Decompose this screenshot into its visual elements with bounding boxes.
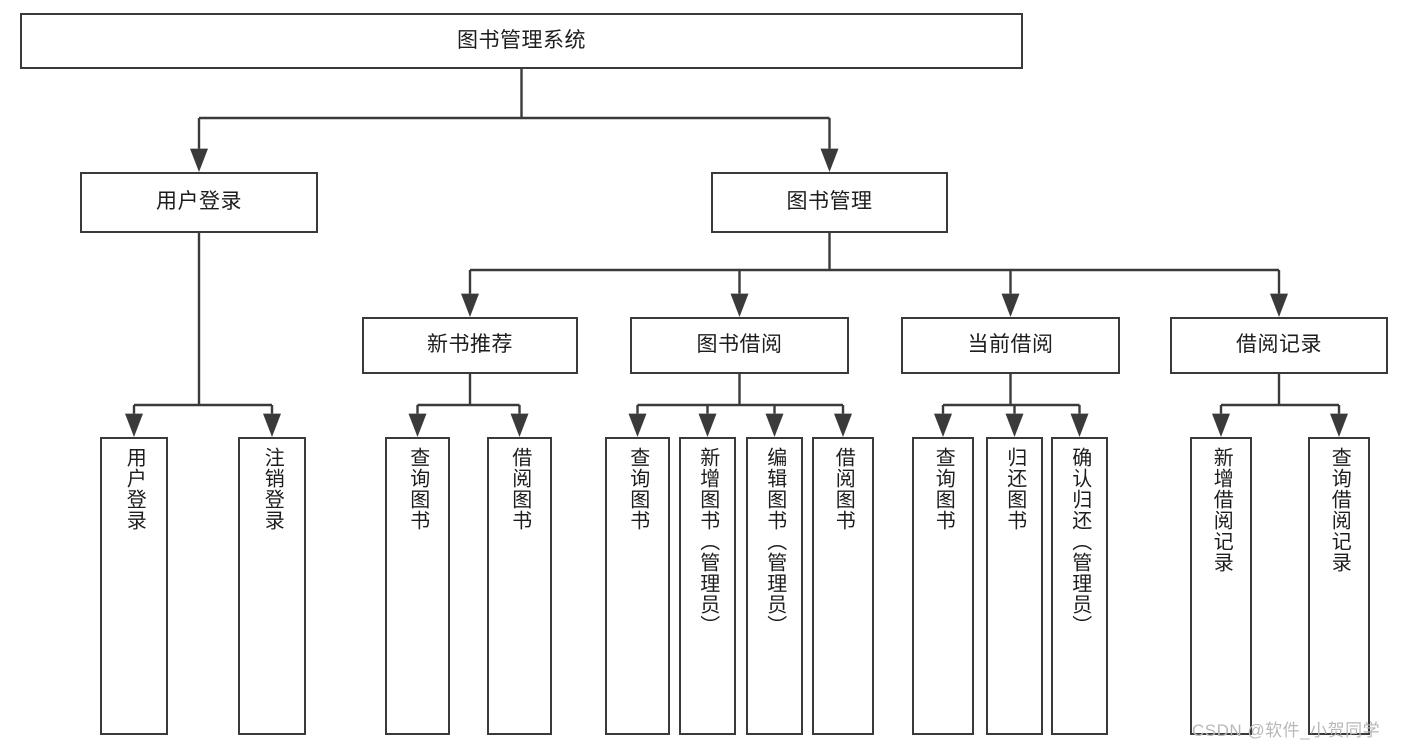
node-label: 用户登录 — [156, 190, 242, 214]
node-label: 查询借阅记录 — [1328, 447, 1351, 573]
node-label: 注销登录 — [261, 447, 284, 531]
node-label: 用户登录 — [123, 447, 146, 531]
node-leaf-bb-borrow[interactable]: 借阅图书 — [812, 437, 874, 735]
node-leaf-leaf-user-logout[interactable]: 注销登录 — [238, 437, 306, 735]
node-label: 借阅图书 — [832, 447, 855, 531]
node-l3-borrow-record[interactable]: 借阅记录 — [1170, 317, 1388, 374]
node-label: 借阅图书 — [508, 447, 531, 531]
node-l3-book-borrow[interactable]: 图书借阅 — [630, 317, 849, 374]
node-leaf-br-query[interactable]: 查询借阅记录 — [1308, 437, 1370, 735]
node-label: 确认归还（管理员） — [1068, 447, 1091, 636]
node-leaf-leaf-user-login[interactable]: 用户登录 — [100, 437, 168, 735]
node-label: 图书管理系统 — [457, 28, 586, 52]
node-label: 新增图书（管理员） — [696, 447, 719, 636]
node-label: 归还图书 — [1003, 447, 1026, 531]
node-label: 查询图书 — [406, 447, 429, 531]
node-leaf-bb-add[interactable]: 新增图书（管理员） — [679, 437, 736, 735]
node-leaf-cb-confirm[interactable]: 确认归还（管理员） — [1051, 437, 1108, 735]
node-label: 图书借阅 — [696, 333, 783, 357]
node-leaf-nbr-query[interactable]: 查询图书 — [385, 437, 450, 735]
node-label: 查询图书 — [932, 447, 955, 531]
node-label: 新增借阅记录 — [1210, 447, 1233, 573]
node-root-root[interactable]: 图书管理系统 — [20, 13, 1023, 69]
node-leaf-bb-query[interactable]: 查询图书 — [605, 437, 670, 735]
node-l2-user-login[interactable]: 用户登录 — [80, 172, 318, 233]
node-label: 借阅记录 — [1236, 333, 1322, 357]
node-leaf-br-add[interactable]: 新增借阅记录 — [1190, 437, 1252, 735]
node-leaf-cb-return[interactable]: 归还图书 — [986, 437, 1043, 735]
node-label: 编辑图书（管理员） — [763, 447, 786, 636]
node-label: 新书推荐 — [427, 333, 513, 357]
node-label: 图书管理 — [786, 190, 873, 214]
node-label: 当前借阅 — [967, 333, 1054, 357]
node-leaf-cb-query[interactable]: 查询图书 — [912, 437, 974, 735]
node-leaf-nbr-borrow[interactable]: 借阅图书 — [487, 437, 552, 735]
csdn-watermark: CSDN @软件_小贺同学 — [1192, 721, 1381, 740]
node-l3-current-borrow[interactable]: 当前借阅 — [901, 317, 1120, 374]
node-leaf-bb-edit[interactable]: 编辑图书（管理员） — [746, 437, 803, 735]
node-l2-book-manage[interactable]: 图书管理 — [711, 172, 948, 233]
node-l3-new-book-rec[interactable]: 新书推荐 — [362, 317, 578, 374]
node-label: 查询图书 — [626, 447, 649, 531]
